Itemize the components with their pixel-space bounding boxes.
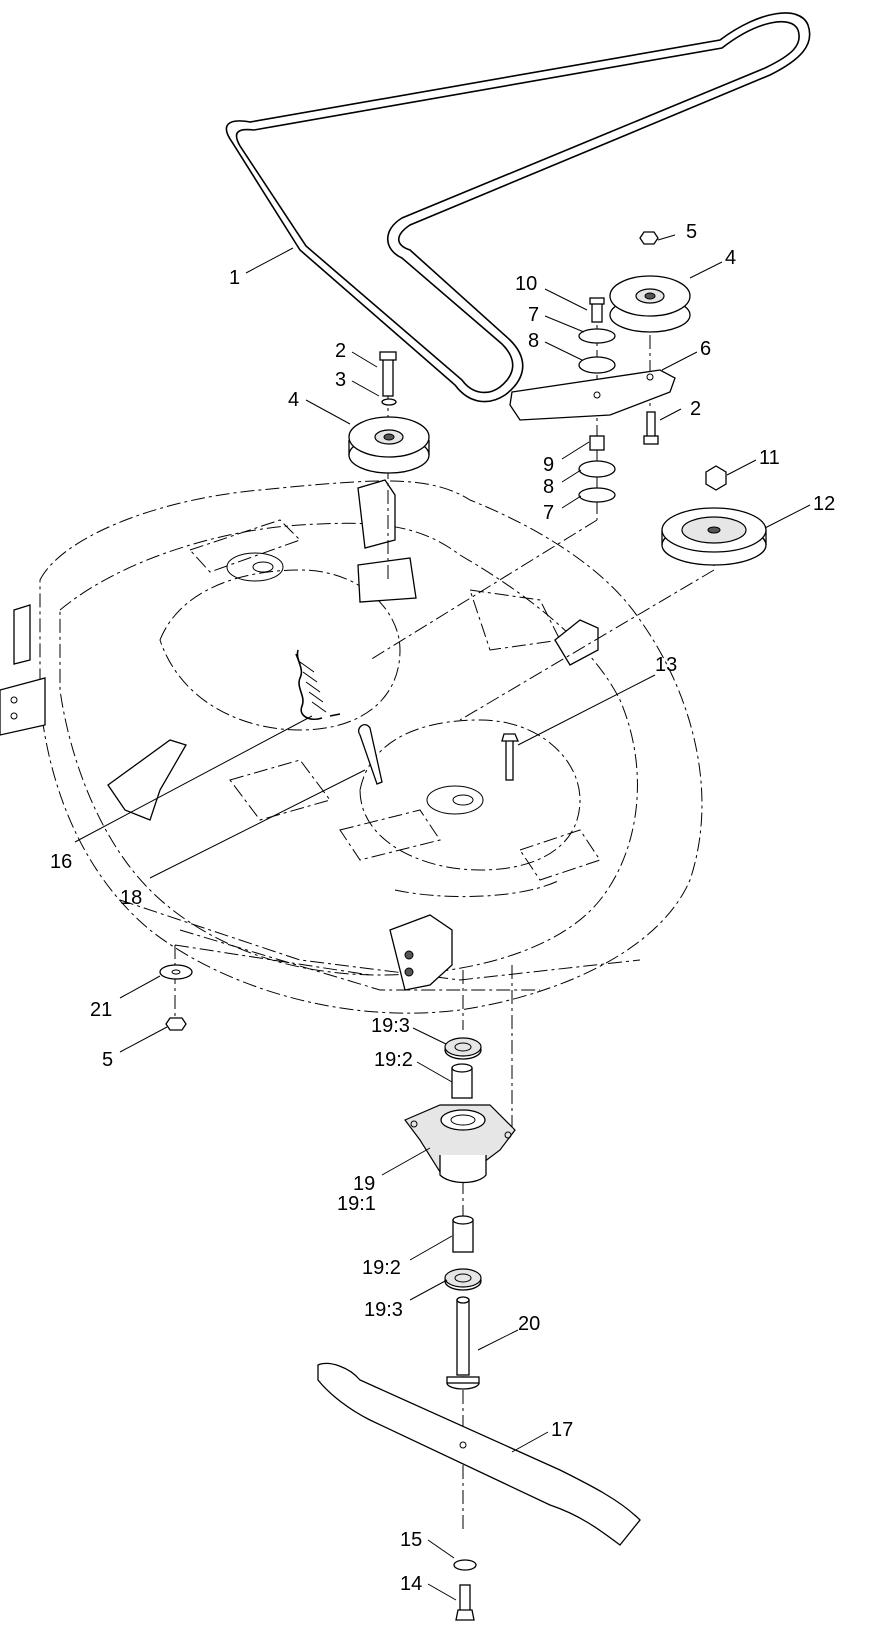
callout-19-3-bottom: 19:3 (364, 1299, 403, 1321)
callout-19-2-top: 19:2 (374, 1049, 413, 1071)
callout-2-left: 2 (335, 340, 346, 362)
callout-21: 21 (90, 999, 112, 1021)
callout-14: 14 (400, 1573, 422, 1595)
deck-front-bracket (389, 914, 453, 991)
callout-19-3-top: 19:3 (371, 1015, 410, 1037)
bearing-lower (444, 1268, 482, 1291)
callout-20: 20 (518, 1313, 540, 1335)
leader-lines (74, 234, 811, 1601)
callout-19-2-bottom: 19:2 (362, 1257, 401, 1279)
callout-17: 17 (551, 1419, 573, 1441)
callout-18: 18 (120, 887, 142, 909)
idler-pulley-left (348, 351, 430, 474)
callout-13: 13 (655, 654, 677, 676)
extension-spring (295, 649, 341, 721)
callout-8-top: 8 (528, 330, 539, 352)
callout-1: 1 (229, 267, 240, 289)
callout-9: 9 (543, 454, 554, 476)
callout-labels: 1 2 3 4 5 4 10 7 8 6 2 9 8 7 11 12 13 16… (50, 221, 835, 1595)
callout-5-bottom: 5 (102, 1049, 113, 1071)
deck-side-bracket-left (0, 604, 187, 821)
mower-deck-housing (39, 480, 703, 1014)
idler-pulley-right (609, 231, 691, 445)
idler-mount-bracket (357, 479, 599, 666)
eyebolt (358, 724, 383, 785)
alignment-lines (174, 300, 715, 1530)
callout-19: 19 (353, 1173, 375, 1195)
callout-16: 16 (50, 851, 72, 873)
callout-10: 10 (515, 273, 537, 295)
bearing-upper (444, 1037, 482, 1060)
callout-2-right: 2 (690, 398, 701, 420)
v-belt (225, 12, 811, 403)
callout-8-bottom: 8 (543, 476, 554, 498)
callout-19-1: 19:1 (337, 1193, 376, 1215)
callout-7-top: 7 (528, 304, 539, 326)
callout-6: 6 (700, 338, 711, 360)
idler-arm (509, 369, 676, 421)
blade-bolt (455, 1584, 475, 1621)
callout-4-right: 4 (725, 247, 736, 269)
deck-bolt (501, 733, 519, 781)
callout-11: 11 (759, 447, 780, 469)
hex-nut (705, 465, 727, 491)
callout-4-left: 4 (288, 389, 299, 411)
spacer-upper (451, 1063, 473, 1099)
spindle-housing (404, 1104, 516, 1184)
flat-washer (159, 964, 193, 980)
flange-nut (165, 1017, 187, 1031)
callout-12: 12 (813, 493, 835, 515)
callout-7-bottom: 7 (543, 502, 554, 524)
spindle-pulley (661, 507, 767, 566)
callout-3: 3 (335, 369, 346, 391)
blade-washer (453, 1559, 477, 1571)
spindle-shaft (446, 1296, 480, 1390)
callout-5-top: 5 (686, 221, 697, 243)
mower-blade (317, 1362, 641, 1546)
idler-hardware (578, 297, 616, 503)
callout-15: 15 (400, 1529, 422, 1551)
spacer-lower (452, 1215, 474, 1253)
